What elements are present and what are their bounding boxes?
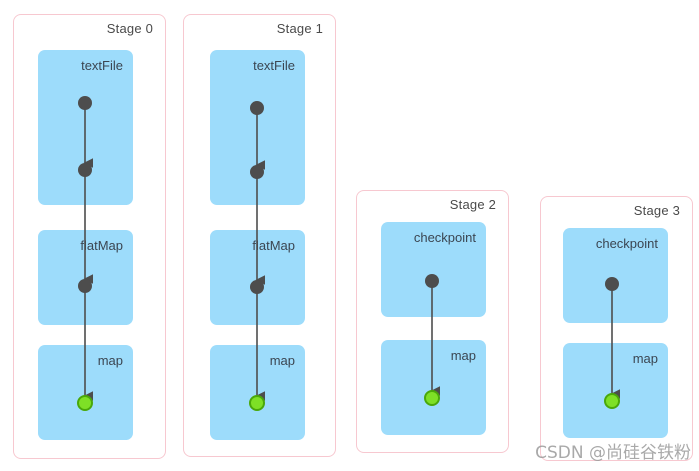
watermark: CSDN @尚硅谷铁粉 [535,443,691,463]
stage-label: Stage 2 [449,197,496,212]
rdd-box-label: textFile [81,58,123,73]
rdd-box-map[interactable]: map [38,345,133,440]
rdd-box-flatmap[interactable]: flatMap [210,230,305,325]
rdd-box-label: map [632,351,658,366]
rdd-node[interactable] [250,280,264,294]
rdd-box-map[interactable]: map [210,345,305,440]
rdd-box-label: flatMap [252,238,295,253]
rdd-box-flatmap[interactable]: flatMap [38,230,133,325]
stage-label: Stage 3 [633,203,680,218]
rdd-node-result[interactable] [77,395,93,411]
rdd-box-label: flatMap [80,238,123,253]
rdd-node[interactable] [78,279,92,293]
rdd-box-label: map [269,353,295,368]
rdd-box-label: map [450,348,476,363]
rdd-node-result[interactable] [424,390,440,406]
rdd-box-label: textFile [253,58,295,73]
rdd-node-result[interactable] [249,395,265,411]
rdd-box-label: checkpoint [595,236,658,251]
rdd-box-map[interactable]: map [563,343,668,438]
rdd-box-label: map [97,353,123,368]
rdd-node-result[interactable] [604,393,620,409]
rdd-node[interactable] [425,274,439,288]
rdd-box-textfile[interactable]: textFile [38,50,133,205]
rdd-node[interactable] [250,101,264,115]
rdd-box-map[interactable]: map [381,340,486,435]
rdd-node[interactable] [605,277,619,291]
rdd-node[interactable] [78,163,92,177]
stage-label: Stage 1 [276,21,323,36]
rdd-node[interactable] [78,96,92,110]
rdd-box-label: checkpoint [413,230,476,245]
stage-label: Stage 0 [106,21,153,36]
rdd-node[interactable] [250,165,264,179]
rdd-box-textfile[interactable]: textFile [210,50,305,205]
rdd-box-checkpoint[interactable]: checkpoint [563,228,668,323]
rdd-box-checkpoint[interactable]: checkpoint [381,222,486,317]
